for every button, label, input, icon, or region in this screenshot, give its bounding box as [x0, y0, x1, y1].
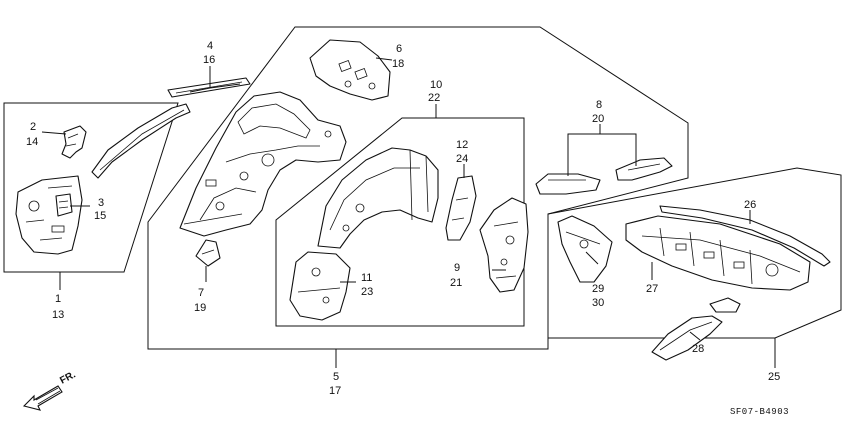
leader-lines [41, 57, 776, 368]
callout-6-18-a: 6 [396, 43, 402, 55]
group-outline-inner [275, 117, 525, 327]
callout-28: 28 [692, 343, 704, 355]
callout-7-19-b: 19 [194, 302, 206, 314]
callout-26: 26 [744, 199, 756, 211]
callout-12-24-a: 12 [456, 139, 468, 151]
part-rear-floor-27 [625, 215, 811, 291]
callout-27: 27 [646, 283, 658, 295]
front-direction-label: FR. [58, 369, 78, 386]
part-clip-small [709, 297, 741, 313]
callout-4-16-b: 16 [203, 54, 215, 66]
callout-11-23-a: 11 [361, 272, 372, 284]
part-rail-26 [659, 205, 831, 267]
callout-29-30-b: 30 [592, 297, 604, 309]
front-direction-arrow-icon [22, 385, 63, 411]
callout-1-13-b: 13 [52, 309, 64, 321]
callout-5-17-a: 5 [333, 371, 339, 383]
part-bracket-2-14 [61, 125, 87, 159]
callout-8-20-a: 8 [596, 99, 602, 111]
diagram-code: SF07-B4903 [730, 407, 789, 417]
callout-10-22-a: 10 [430, 79, 442, 91]
callout-6-18-b: 18 [392, 58, 404, 70]
callout-2-14-a: 2 [30, 121, 36, 133]
part-pillar-left [91, 103, 191, 179]
part-wheelhouse-10-22 [317, 147, 439, 249]
callout-8-20-b: 20 [592, 113, 604, 125]
part-bracket-28 [651, 315, 723, 361]
callout-4-16-a: 4 [207, 40, 213, 52]
part-bracket-7-19 [195, 239, 221, 267]
callout-1-13-a: 1 [55, 293, 61, 305]
callout-29-30-a: 29 [592, 283, 604, 295]
group-outline-right [547, 167, 842, 339]
part-bracket-9-21 [479, 197, 529, 293]
callout-2-14-b: 14 [26, 136, 38, 148]
part-brackets-8-20 [535, 157, 673, 195]
callout-10-22-b: 22 [428, 92, 440, 104]
part-gusset-6-18 [309, 39, 391, 101]
callout-9-21-b: 21 [450, 277, 462, 289]
callout-9-21-a: 9 [454, 262, 460, 274]
callout-5-17-b: 17 [329, 385, 341, 397]
part-strut-12-24 [445, 175, 477, 241]
part-bracket-29-30 [557, 215, 613, 283]
part-lower-panel-11-23 [289, 251, 351, 321]
callout-3-15-a: 3 [98, 197, 104, 209]
part-roof-rail-4-16 [167, 77, 251, 98]
callout-25: 25 [768, 371, 780, 383]
callout-11-23-b: 23 [361, 286, 373, 298]
part-bracket-3-15 [55, 193, 73, 217]
callout-7-19-a: 7 [198, 287, 204, 299]
part-quarter-panel-5-17 [179, 91, 347, 237]
group-outline-left [3, 102, 179, 273]
callout-3-15-b: 15 [94, 210, 106, 222]
callout-12-24-b: 24 [456, 153, 468, 165]
part-inner-panel-1-13 [15, 175, 83, 255]
